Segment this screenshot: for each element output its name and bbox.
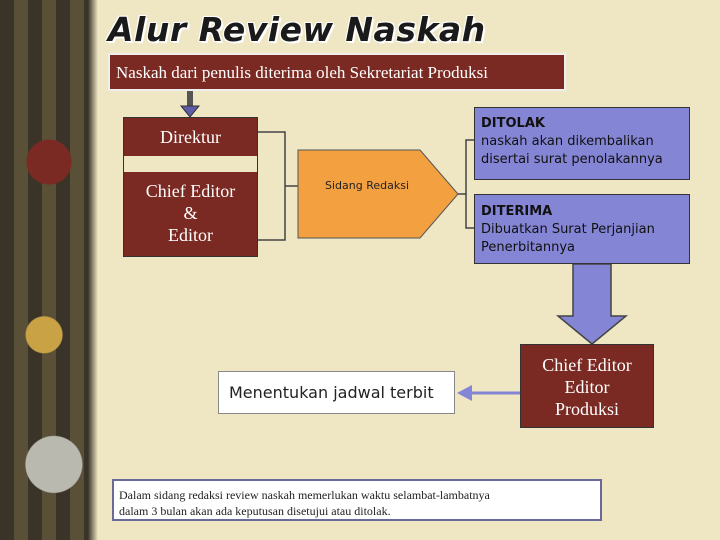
box-divider bbox=[124, 156, 257, 172]
connector-to-diterima bbox=[465, 194, 474, 229]
ampersand-line: & bbox=[183, 203, 198, 223]
ditolak-line1: naskah akan dikembalikan bbox=[481, 134, 654, 149]
step-director-editors: Direktur Chief Editor & Editor bbox=[123, 117, 258, 257]
direktur-label: Direktur bbox=[160, 127, 221, 147]
step-manuscript-received: Naskah dari penulis diterima oleh Sekret… bbox=[108, 53, 566, 91]
step-chief-editor-production: Chief Editor Editor Produksi bbox=[520, 344, 654, 428]
diterima-line1: Dibuatkan Surat Perjanjian bbox=[481, 222, 655, 237]
connector-to-ditolak bbox=[458, 139, 474, 195]
chief-editor-label: Chief Editor & Editor bbox=[124, 180, 257, 246]
sidang-redaksi-shape bbox=[297, 149, 459, 239]
chief-editor-line: Chief Editor bbox=[145, 181, 236, 201]
page-title: Alur Review Naskah bbox=[108, 10, 486, 49]
note-line2: dalam 3 bulan akan ada keputusan disetuj… bbox=[119, 504, 391, 518]
down-arrowhead-top bbox=[179, 105, 201, 118]
ditolak-heading: DITOLAK bbox=[481, 116, 545, 131]
chief2-line3: Produksi bbox=[554, 399, 619, 419]
step-schedule-publication: Menentukan jadwal terbit bbox=[218, 371, 455, 414]
chief2-line2: Editor bbox=[564, 377, 610, 397]
big-down-arrow bbox=[555, 263, 629, 345]
diterima-line2: Penerbitannya bbox=[481, 240, 576, 255]
note-box: Dalam sidang redaksi review naskah memer… bbox=[112, 479, 602, 521]
step-manuscript-received-label: Naskah dari penulis diterima oleh Sekret… bbox=[116, 63, 489, 82]
editor-line: Editor bbox=[168, 225, 213, 245]
outcome-rejected: DITOLAK naskah akan dikembalikan diserta… bbox=[474, 107, 690, 180]
note-line1: Dalam sidang redaksi review naskah memer… bbox=[119, 488, 490, 502]
jadwal-label: Menentukan jadwal terbit bbox=[229, 383, 434, 402]
outcome-accepted: DITERIMA Dibuatkan Surat Perjanjian Pene… bbox=[474, 194, 690, 264]
ditolak-line2: disertai surat penolakannya bbox=[481, 152, 663, 167]
left-arrowhead bbox=[457, 385, 472, 401]
decorative-medal-image bbox=[0, 0, 98, 540]
chief2-line1: Chief Editor bbox=[542, 355, 632, 375]
diterima-heading: DITERIMA bbox=[481, 204, 553, 219]
bracket-connector bbox=[258, 131, 298, 241]
sidang-redaksi-label: Sidang Redaksi bbox=[324, 179, 409, 192]
